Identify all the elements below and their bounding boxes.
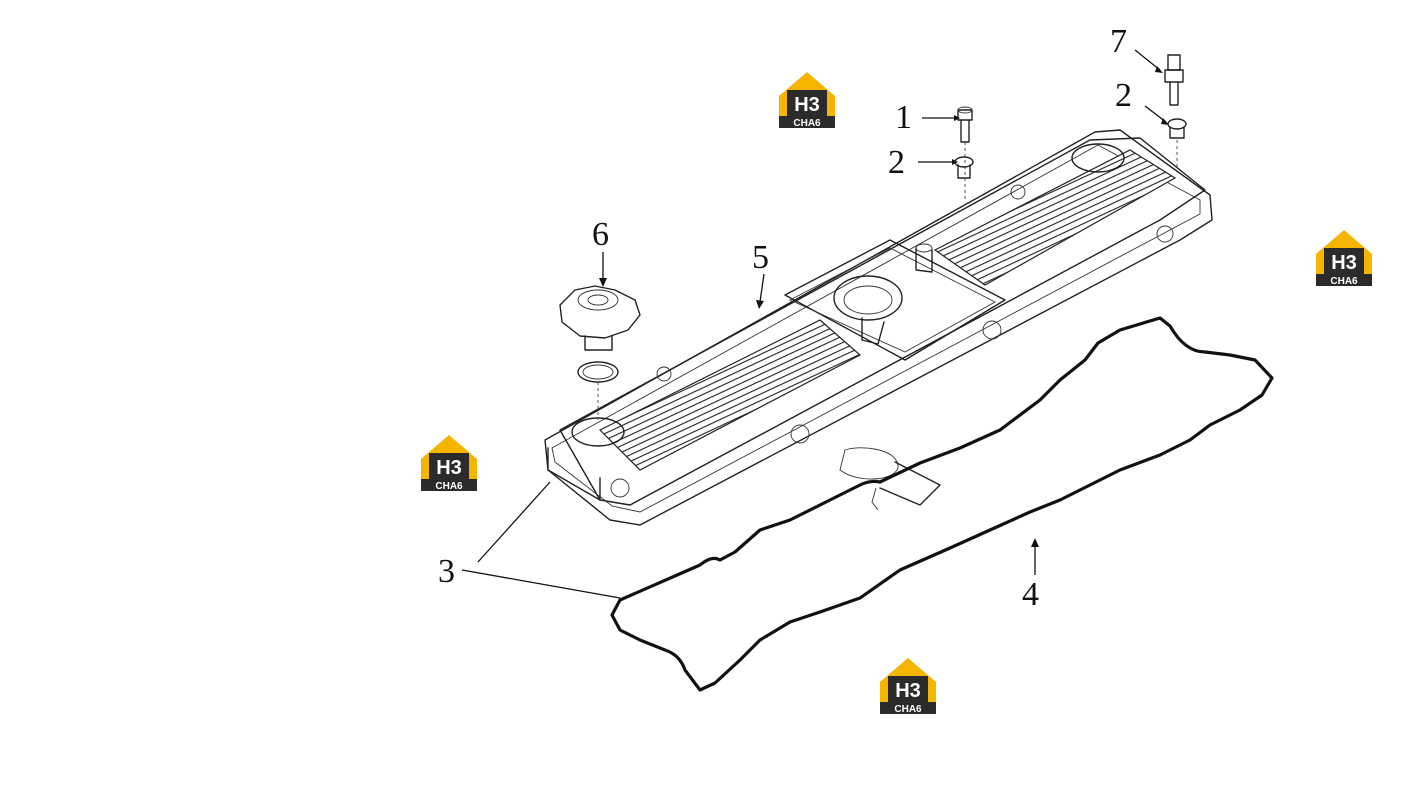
callout-1: 1 xyxy=(895,99,912,136)
watermark-logo: H3 CHA6 xyxy=(1316,230,1372,287)
svg-text:CHA6: CHA6 xyxy=(1330,276,1358,287)
watermark-logo: H3 CHA6 xyxy=(421,435,477,492)
oil-filler-cap xyxy=(559,285,641,351)
filler-cap-o-ring xyxy=(577,361,619,383)
svg-text:CHA6: CHA6 xyxy=(894,704,922,715)
callout-5: 5 xyxy=(752,239,769,276)
svg-text:CHA6: CHA6 xyxy=(793,118,821,129)
isolator-grommet xyxy=(1167,118,1187,139)
svg-text:H3: H3 xyxy=(436,457,462,479)
watermark-logo: H3 CHA6 xyxy=(779,72,835,129)
callout-7: 7 xyxy=(1110,23,1127,60)
callout-6: 6 xyxy=(592,216,609,253)
valve-cover-gasket xyxy=(610,316,1274,692)
callout-2-stud: 2 xyxy=(1115,77,1132,114)
leader-lines xyxy=(461,49,1169,599)
callout-3: 3 xyxy=(438,553,455,590)
svg-text:H3: H3 xyxy=(895,680,921,702)
svg-text:H3: H3 xyxy=(1331,252,1357,274)
svg-text:CHA6: CHA6 xyxy=(435,481,463,492)
valve-cover xyxy=(544,129,1213,526)
callout-2-bolt: 2 xyxy=(888,144,905,181)
cover-bolt xyxy=(957,106,973,143)
callout-4: 4 xyxy=(1022,576,1039,613)
svg-text:H3: H3 xyxy=(794,94,820,116)
watermark-logo: H3 CHA6 xyxy=(880,658,936,715)
isolator-grommet xyxy=(954,156,974,179)
cover-stud xyxy=(1164,54,1184,106)
